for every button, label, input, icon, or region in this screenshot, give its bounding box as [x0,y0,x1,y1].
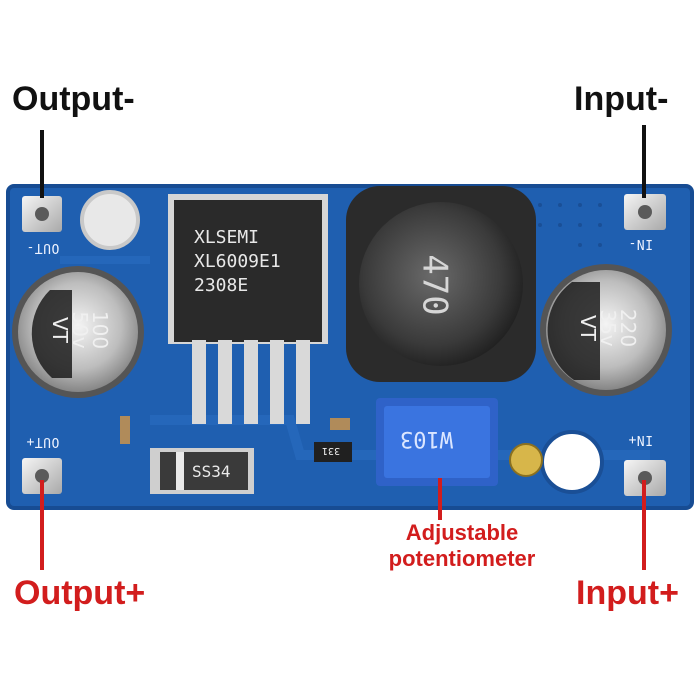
capacitor-marking-line: 35v [596,309,620,347]
capacitor-marking-line: VT [576,315,600,341]
capacitor-right-marking: 220 35v VT [576,288,640,368]
label-adjustable-potentiometer: Adjustable potentiometer [372,520,552,572]
label-output-plus: Output+ [14,574,146,612]
ic-marking-line: XL6009E1 [194,251,281,272]
ic-marking-line: 2308E [194,275,249,296]
silk-label-out-plus: OUT+ [26,434,60,449]
ic-xl6009 [168,194,328,424]
label-adjustable-line: Adjustable [405,520,519,545]
capacitor-left-marking: 100 50v VT [48,290,112,370]
inductor [346,186,536,382]
ic-marking-line: XLSEMI [194,227,260,248]
capacitor-marking-line: 50v [68,311,92,349]
ic-marking: XLSEMI XL6009E1 2308E [194,226,281,298]
capacitor-marking-line: VT [48,317,72,343]
label-potentiometer-line: potentiometer [388,546,536,571]
diode-ss34 [150,448,254,494]
mounting-hole [540,430,604,494]
silk-label-out-minus: OUT- [26,240,60,255]
terminal-pad-in-minus [624,194,666,230]
smd-capacitor [330,418,350,430]
inductor-marking: 470 [414,254,455,316]
smd-resistor [314,442,352,462]
diode-marking: SS34 [192,462,231,481]
label-input-plus: Input+ [576,574,679,612]
terminal-pad-out-minus [22,196,62,232]
capacitor-marking-line: 220 [616,308,640,348]
potentiometer [376,398,543,486]
terminal-pad-in-plus [624,460,666,496]
capacitor-left [12,266,144,398]
capacitor-right [540,264,672,396]
label-input-minus: Input- [574,80,669,118]
capacitor-marking-line: 100 [88,310,112,350]
potentiometer-marking: W103 [400,426,453,451]
silk-label-in-minus: IN- [628,236,653,251]
silk-label-in-plus: IN+ [628,432,653,447]
smd-capacitor [120,416,130,444]
mounting-hole [80,190,140,250]
resistor-marking: 331 [322,445,341,456]
label-output-minus: Output- [12,80,135,118]
terminal-pad-out-plus [22,458,62,494]
